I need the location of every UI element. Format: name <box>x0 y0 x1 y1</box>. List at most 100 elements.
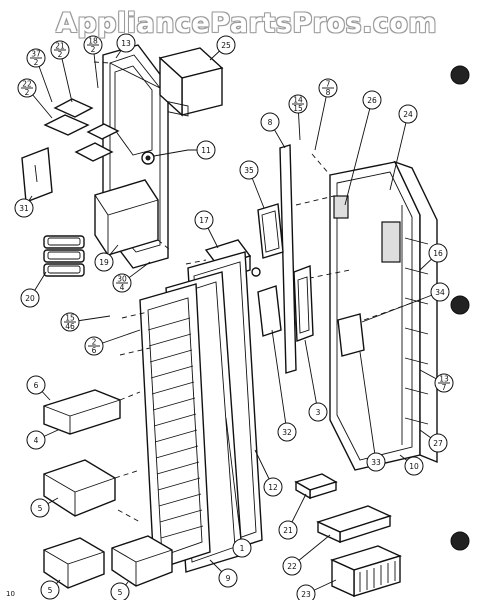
handle-strip-part <box>279 144 297 374</box>
callout-leader-line <box>225 417 243 549</box>
callout-number-top: 21 <box>55 42 65 51</box>
callout-c27: 27 <box>419 429 448 453</box>
ice-bucket-part <box>94 179 171 256</box>
callout-circle <box>282 556 302 576</box>
callout-c11: 11 <box>188 140 216 160</box>
callout-number-top: 7 <box>326 80 331 89</box>
callout-number: 6 <box>34 381 39 390</box>
callout-c25: 25 <box>209 35 236 61</box>
callout-number: 35 <box>244 166 254 175</box>
callout-c37-2: 372 <box>26 48 53 103</box>
callout-c5a: 5 <box>30 497 59 518</box>
callout-number-top: 18 <box>88 37 98 46</box>
callout-number: 5 <box>118 588 123 597</box>
callout-number: 31 <box>19 204 29 213</box>
callout-circle <box>239 160 259 180</box>
control-housing-part <box>158 47 224 117</box>
callout-number-top: 37 <box>31 50 41 59</box>
page-number: 10 <box>6 590 15 598</box>
callout-circle <box>196 140 216 160</box>
fresh-food-door-assembly <box>295 153 438 471</box>
callout-number: 4 <box>34 436 39 445</box>
callout-number-bottom: 4 <box>120 283 125 292</box>
callout-circle <box>232 538 252 558</box>
callout-circle <box>263 477 283 497</box>
ice-trays-part <box>43 235 85 277</box>
callout-number: 23 <box>301 590 311 599</box>
callout-number: 33 <box>371 458 381 467</box>
callout-number: 34 <box>435 288 445 297</box>
callout-c30-4: 304 <box>112 261 151 293</box>
callout-number-bottom: 15 <box>293 104 303 113</box>
callout-c22: 22 <box>282 534 331 576</box>
callout-number: 10 <box>409 462 419 471</box>
callout-circle <box>428 433 448 453</box>
callout-c20: 20 <box>20 271 47 308</box>
callout-leader-line <box>361 291 441 323</box>
callout-circle <box>308 402 328 422</box>
callout-c34: 34 <box>361 282 450 323</box>
callout-c10: 10 <box>399 454 424 476</box>
callout-c22-2: 222 <box>17 78 53 119</box>
control-knob-part <box>141 149 189 165</box>
callout-c6: 6 <box>26 375 51 401</box>
callout-c13-7: 137 <box>419 369 454 393</box>
callout-c13: 13 <box>115 33 136 59</box>
dispenser-panel-part <box>257 203 284 259</box>
callout-circle <box>428 243 448 263</box>
callout-leader-line <box>389 113 409 191</box>
callout-number: 8 <box>268 118 273 127</box>
callout-number: 5 <box>38 504 43 513</box>
callout-circle <box>30 498 50 518</box>
callout-number: 12 <box>268 483 278 492</box>
callout-circle <box>216 35 236 55</box>
callout-c12: 12 <box>254 449 283 497</box>
callout-number-top: 22 <box>22 80 32 89</box>
callout-number: 17 <box>199 216 209 225</box>
door-bins <box>43 389 173 589</box>
binder-hole-middle <box>450 295 470 315</box>
callout-number-bottom: 2 <box>91 45 96 54</box>
callout-circle <box>26 430 46 450</box>
callout-number: 11 <box>201 146 211 155</box>
callout-leader-line <box>314 87 329 151</box>
callout-circle <box>40 580 60 600</box>
callout-circle <box>26 375 46 395</box>
callout-c16: 16 <box>419 243 448 271</box>
callout-circle <box>218 568 238 588</box>
freezer-door-assembly <box>119 251 263 573</box>
callout-c4: 4 <box>26 429 59 450</box>
callout-number: 27 <box>433 439 443 448</box>
callout-circle <box>362 90 382 110</box>
callout-number: 26 <box>367 96 377 105</box>
callout-circle <box>296 584 316 600</box>
callout-c8: 8 <box>260 112 286 149</box>
callout-number: 9 <box>226 574 231 583</box>
callout-c33: 33 <box>359 351 386 472</box>
callout-c18-2: 182 <box>83 35 103 89</box>
callout-circle <box>116 33 136 53</box>
callout-number-top: 30 <box>117 275 127 284</box>
callout-c1: 1 <box>225 417 252 558</box>
callout-number: 20 <box>25 294 35 303</box>
callout-number-bottom: 8 <box>326 88 331 97</box>
callout-number-top: 14 <box>293 96 303 105</box>
callout-circle <box>404 456 424 476</box>
callout-c5c: 5 <box>110 581 130 600</box>
callout-leader-line <box>271 329 288 433</box>
callout-number: 5 <box>48 586 53 595</box>
callout-circle <box>20 288 40 308</box>
callout-number-top: 15 <box>65 314 75 323</box>
callout-number: 32 <box>282 428 292 437</box>
callout-c9: 9 <box>209 559 238 588</box>
small-door-part <box>21 147 53 203</box>
binder-hole-top <box>450 65 470 85</box>
callout-c5b: 5 <box>40 579 61 600</box>
callout-c21-2: 212 <box>50 40 73 103</box>
callout-circle <box>14 198 34 218</box>
callout-circle <box>194 210 214 230</box>
callout-c2-6: 26 <box>84 329 141 356</box>
